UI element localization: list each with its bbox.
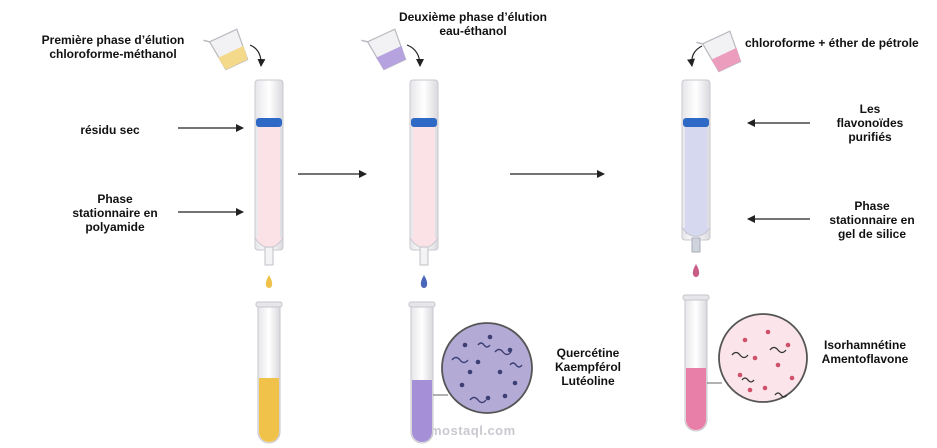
- beaker-purple: [361, 28, 407, 71]
- stage3-compounds: Isorhamnétine Amentoflavone: [805, 338, 925, 366]
- label-flavonoids-line3: purifiés: [848, 130, 892, 144]
- watermark: mostaql.com: [430, 423, 516, 438]
- column-2: [409, 79, 439, 288]
- stage1-title: Première phase d’élution chloroforme-mét…: [18, 33, 208, 61]
- pour-arrow-2: [406, 44, 424, 67]
- label-phase-polyamide-line2: stationnaire en: [72, 206, 158, 220]
- label-flavonoids-line2: flavonoïdes: [836, 116, 904, 130]
- stage1-title-line2: chloroforme-méthanol: [49, 47, 177, 61]
- label-phase-polyamide-line1: Phase: [97, 192, 133, 206]
- test-tube-pink: [682, 294, 710, 432]
- label-residue: résidu sec: [80, 123, 140, 137]
- column-1: [254, 79, 284, 288]
- label-flavonoids-line1: Les: [859, 102, 881, 116]
- label-flavonoids: Les flavonoïdes purifiés: [830, 102, 910, 144]
- compound-amentoflavone: Amentoflavone: [821, 352, 909, 366]
- column-3: [681, 79, 711, 277]
- label-phase-silica-line3: gel de silice: [837, 227, 907, 241]
- stage2-title-line1: Deuxième phase d’élution: [398, 10, 548, 24]
- stage3-title: chloroforme + éther de pétrole: [745, 36, 919, 50]
- label-phase-polyamide-line3: polyamide: [85, 220, 145, 234]
- pour-arrow-3: [687, 45, 703, 67]
- compound-kaempferol: Kaempférol: [554, 360, 622, 374]
- stage2-title-line2: eau-éthanol: [439, 24, 507, 38]
- pour-arrow-1: [249, 44, 266, 67]
- compound-isorhamnetine: Isorhamnétine: [823, 338, 907, 352]
- label-phase-silica-line2: stationnaire en: [829, 213, 915, 227]
- beaker-yellow: [203, 28, 249, 71]
- compound-quercetine: Quercétine: [556, 346, 620, 360]
- magnifier-purple: [441, 322, 533, 414]
- test-tube-yellow: [255, 301, 283, 444]
- stage1-title-line1: Première phase d’élution: [41, 33, 185, 47]
- test-tube-purple: [408, 301, 436, 444]
- stage2-compounds: Quercétine Kaempférol Lutéoline: [543, 346, 633, 388]
- label-phase-polyamide: Phase stationnaire en polyamide: [60, 192, 170, 234]
- label-phase-silica-line1: Phase: [854, 199, 890, 213]
- magnifier-pink: [718, 313, 808, 403]
- compound-luteoline: Lutéoline: [561, 374, 615, 388]
- beaker-pink: [696, 30, 742, 73]
- label-phase-silica: Phase stationnaire en gel de silice: [817, 199, 927, 241]
- stage2-title: Deuxième phase d’élution eau-éthanol: [378, 10, 568, 38]
